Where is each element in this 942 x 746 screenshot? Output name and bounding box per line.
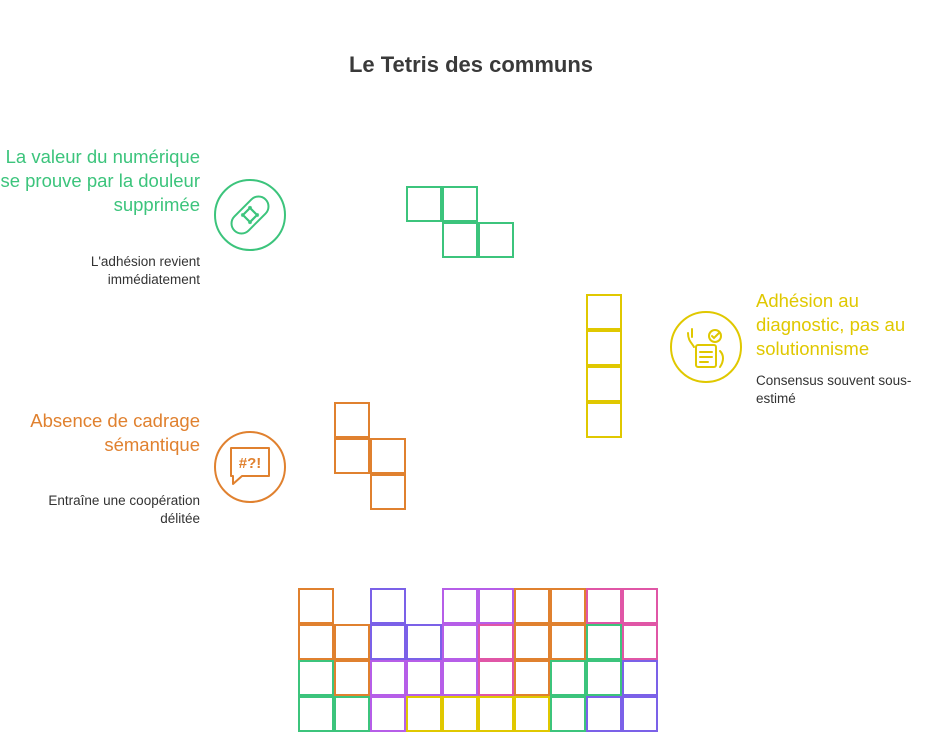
- falling-piece-orange-cell: [370, 438, 406, 474]
- stack-cell-pink: [478, 660, 514, 696]
- item-heading-semantic: Absence de cadrage sémantique: [30, 410, 200, 455]
- stack-cell-orange: [298, 588, 334, 624]
- stack-cell-purple: [442, 588, 478, 624]
- falling-piece-orange-cell: [370, 474, 406, 510]
- stack-cell-orange: [550, 624, 586, 660]
- falling-piece-orange-cell: [334, 438, 370, 474]
- falling-piece-green-cell: [406, 186, 442, 222]
- stack-cell-green: [550, 660, 586, 696]
- stack-cell-blue: [586, 696, 622, 732]
- stack-cell-orange: [550, 588, 586, 624]
- speech-bubble-symbols-icon: #?!: [214, 431, 286, 503]
- stack-cell-yellow: [514, 696, 550, 732]
- item-heading-diagnostic: Adhésion au diagnostic, pas au solutionn…: [756, 290, 906, 359]
- stack-cell-pink: [478, 624, 514, 660]
- stack-cell-green: [586, 624, 622, 660]
- stack-cell-orange: [298, 624, 334, 660]
- stack-cell-orange: [514, 660, 550, 696]
- svg-text:#?!: #?!: [239, 455, 262, 472]
- item-description-diagnostic: Consensus souvent sous-estimé: [756, 373, 912, 406]
- stack-cell-orange: [514, 588, 550, 624]
- stack-cell-yellow: [442, 696, 478, 732]
- stack-cell-blue: [370, 588, 406, 624]
- falling-piece-green-cell: [442, 186, 478, 222]
- stack-cell-blue: [370, 624, 406, 660]
- stack-cell-orange: [334, 660, 370, 696]
- stack-cell-purple: [442, 624, 478, 660]
- page-title: Le Tetris des communs: [348, 52, 594, 77]
- checklist-hands-icon: [670, 311, 742, 383]
- stack-cell-yellow: [478, 696, 514, 732]
- stack-cell-blue: [622, 696, 658, 732]
- stack-cell-green: [550, 696, 586, 732]
- stack-cell-green: [298, 660, 334, 696]
- item-heading-pain: La valeur du numérique se prouve par la …: [0, 146, 200, 215]
- stack-cell-purple: [406, 660, 442, 696]
- falling-piece-yellow-cell: [586, 294, 622, 330]
- bandage-icon: [214, 179, 286, 251]
- stack-cell-orange: [514, 624, 550, 660]
- stack-cell-yellow: [406, 696, 442, 732]
- stack-cell-pink: [622, 588, 658, 624]
- item-description-pain: L'adhésion revient immédiatement: [90, 254, 200, 287]
- stack-cell-green: [586, 660, 622, 696]
- falling-piece-green-cell: [442, 222, 478, 258]
- falling-piece-yellow-cell: [586, 330, 622, 366]
- falling-piece-yellow-cell: [586, 366, 622, 402]
- item-description-semantic: Entraîne une coopération délitée: [48, 493, 200, 526]
- stack-cell-purple: [370, 696, 406, 732]
- stack-cell-green: [298, 696, 334, 732]
- falling-piece-yellow-cell: [586, 402, 622, 438]
- falling-piece-orange-cell: [334, 402, 370, 438]
- stack-cell-pink: [586, 588, 622, 624]
- stack-cell-purple: [478, 588, 514, 624]
- stack-cell-purple: [442, 660, 478, 696]
- stack-cell-purple: [370, 660, 406, 696]
- stack-cell-orange: [334, 624, 370, 660]
- stack-cell-blue: [622, 660, 658, 696]
- falling-piece-green-cell: [478, 222, 514, 258]
- stack-cell-pink: [622, 624, 658, 660]
- stack-cell-green: [334, 696, 370, 732]
- stack-cell-blue: [406, 624, 442, 660]
